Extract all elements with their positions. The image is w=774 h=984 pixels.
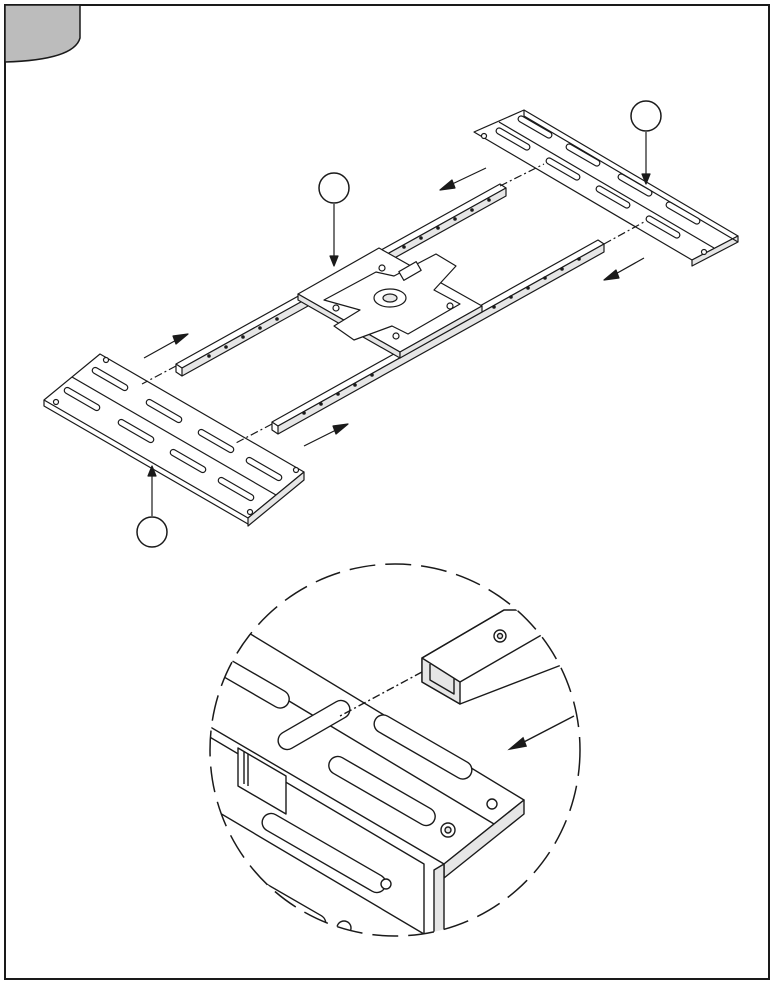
center-plate xyxy=(298,248,482,358)
exploded-view xyxy=(44,110,738,526)
callout-top-right xyxy=(631,101,661,131)
page-border xyxy=(5,5,769,979)
callout-bottom-left xyxy=(137,517,167,547)
diagram-frame xyxy=(4,4,770,980)
detail-arrow xyxy=(510,716,574,749)
detail-channel-rail xyxy=(422,610,564,704)
callout-center xyxy=(319,173,349,203)
step-tab xyxy=(5,5,80,62)
arrow-front-rail-right xyxy=(304,424,348,446)
arrow-rear-rail-left xyxy=(440,168,486,190)
arrow-rear-rail-right xyxy=(144,334,188,358)
arrow-front-rail-left xyxy=(604,258,644,280)
bottom-left-bracket xyxy=(44,354,304,526)
detail-view xyxy=(154,564,580,980)
